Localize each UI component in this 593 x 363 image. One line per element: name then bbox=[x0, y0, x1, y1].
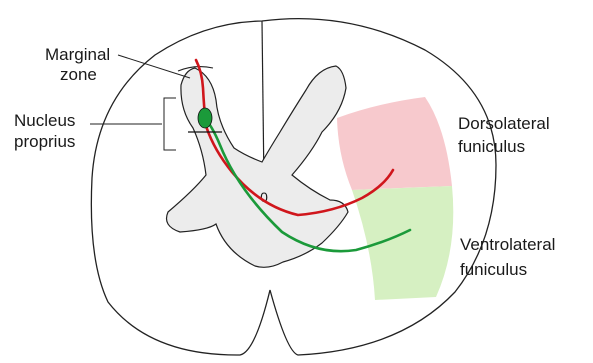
dorsolateral-funiculus-label-line2: funiculus bbox=[458, 137, 525, 156]
nucleus-proprius-bracket bbox=[164, 98, 176, 150]
marginal-zone-label-line2: zone bbox=[60, 65, 97, 84]
neuron-cell-body bbox=[198, 108, 212, 128]
gray-matter bbox=[167, 66, 349, 267]
nucleus-proprius-label-line2: proprius bbox=[14, 132, 75, 151]
ventrolateral-funiculus-label-line1: Ventrolateral bbox=[460, 235, 555, 254]
marginal-zone-leader bbox=[118, 55, 190, 78]
marginal-zone-label-line1: Marginal bbox=[45, 45, 110, 64]
dorsolateral-funiculus-region bbox=[337, 97, 452, 190]
nucleus-proprius-label-line1: Nucleus bbox=[14, 111, 75, 130]
ventrolateral-funiculus-label-line2: funiculus bbox=[460, 260, 527, 279]
dorsolateral-funiculus-label-line1: Dorsolateral bbox=[458, 114, 550, 133]
ventrolateral-funiculus-region bbox=[352, 186, 453, 300]
